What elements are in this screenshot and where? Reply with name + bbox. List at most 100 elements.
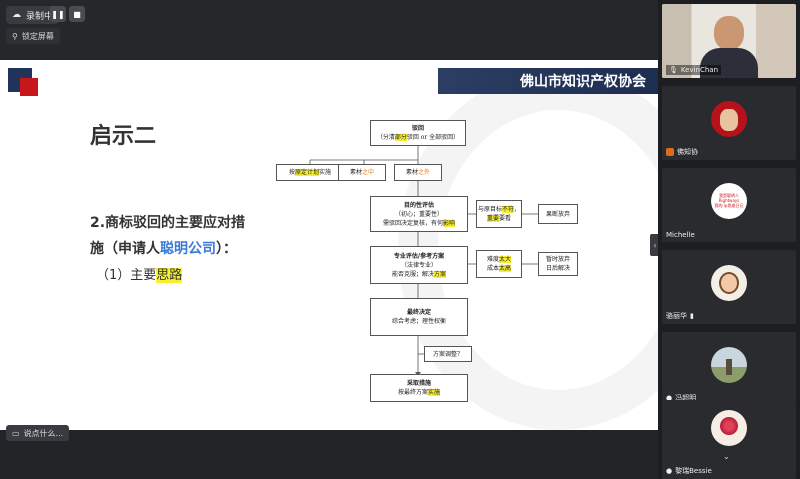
- participant-name: KevinChan: [680, 66, 719, 74]
- mismatch-hl: 不符: [501, 206, 514, 213]
- difficulty-hl1: 太大: [499, 256, 512, 263]
- avatar-logo-line2: Rightways: [718, 198, 740, 203]
- flowchart-connectors: [309, 146, 538, 376]
- pro-line2: 能否克服；解决方案: [371, 270, 467, 279]
- participant-name-row: Michelle: [666, 231, 695, 239]
- shared-screen-slide: 佛山市知识产权协会 启示二 2.商标驳回的主要应对措 施（申请人聪明公司）： （…: [0, 60, 658, 430]
- postpone-line2: 日后解决: [545, 265, 570, 272]
- difficulty-a: 难度: [486, 256, 499, 263]
- participant-tile-kevinchan[interactable]: 🎙 KevinChan: [662, 4, 796, 78]
- participant-tile-bessie[interactable]: ⌄ ● 黎瑞Bessie: [662, 400, 796, 479]
- top-toolbar: ☁ 录制中 ❚❚ ■ ⚲ 锁定屏幕: [0, 0, 658, 60]
- participant-tile-fozhixie[interactable]: 佛知协: [662, 86, 796, 160]
- difficulty-b: 成本: [486, 265, 499, 272]
- participant-tile-fengchaoming[interactable]: ● 冯超明: [662, 332, 796, 406]
- mismatch-line1: 与原目标不符，: [477, 205, 521, 214]
- flow-final-decision-box: 最终决定 综合考虑；理性权衡: [370, 298, 468, 336]
- eval-line2-hl: 影响: [443, 219, 456, 227]
- reject-sub-a: （分清: [376, 134, 395, 141]
- recording-indicator[interactable]: ☁ 录制中: [6, 6, 60, 24]
- plan-a: 按: [288, 169, 295, 176]
- video-body: [700, 48, 758, 78]
- point-suffix: ）：: [216, 241, 237, 257]
- avatar-rose: [720, 416, 738, 435]
- lock-screen-label: 锁定屏幕: [21, 31, 54, 41]
- recording-label: 录制中: [26, 11, 54, 22]
- participant-name: 骆丽华: [666, 312, 687, 320]
- final-line: 综合考虑；理性权衡: [391, 318, 446, 325]
- org-name: 佛山市知识产权协会: [520, 74, 646, 90]
- pause-icon: ❚❚: [51, 9, 65, 19]
- chevron-down-icon[interactable]: ⌄: [723, 452, 730, 461]
- decor-square-red: [20, 78, 38, 96]
- avatar: [711, 347, 747, 383]
- chat-input[interactable]: ▭ 说点什么...: [6, 425, 70, 441]
- chevron-left-icon: ‹: [653, 240, 657, 250]
- final-title: 最终决定: [406, 309, 431, 316]
- mismatch-a: 与原目标: [477, 206, 502, 213]
- pin-icon: ⚲: [12, 31, 18, 41]
- avatar-logo-line3: 我的 ip思维日记: [714, 203, 744, 208]
- lock-screen-button[interactable]: ⚲ 锁定屏幕: [6, 28, 60, 44]
- avatar-face: [720, 109, 738, 131]
- point-subline: （1）主要思路: [96, 264, 183, 283]
- recording-controls: ❚❚ ■: [50, 6, 85, 24]
- flow-purpose-eval-box: 目的性评估 （初心；重要性） 需驳回决定复核，有何影响: [370, 196, 468, 232]
- reject-sub: （分清部分驳回 or 全部驳回）: [371, 133, 465, 142]
- pro-line2-a: 能否克服；解决: [391, 270, 434, 278]
- flow-in-material-box: 素材之中: [338, 164, 386, 181]
- action-title: 采取措施: [406, 380, 431, 387]
- participant-tile-luolihua[interactable]: 骆丽华 ▮: [662, 250, 796, 324]
- pro-line1: （法律专业）: [400, 261, 437, 269]
- company-name: 聪明公司: [160, 241, 216, 257]
- flow-give-up-box: 果断放弃: [538, 204, 578, 224]
- collapse-sidebar-button[interactable]: ‹: [650, 234, 660, 256]
- reject-sub-hl: 部分: [394, 134, 407, 141]
- action-line: 按最终方案实施: [371, 388, 467, 397]
- participant-tile-michelle[interactable]: 我是聪明人 Rightways 我的 ip思维日记 Michelle: [662, 168, 796, 242]
- stop-recording-button[interactable]: ■: [69, 6, 85, 22]
- plan-hl: 原定计划: [294, 169, 319, 176]
- action-line-hl: 实施: [428, 389, 441, 396]
- avatar: 我是聪明人 Rightways 我的 ip思维日记: [711, 183, 747, 219]
- cloud-icon: ☁: [12, 10, 21, 20]
- plan-b: 实施: [319, 169, 332, 176]
- avatar: [711, 409, 747, 446]
- participant-name-row: 佛知协: [666, 147, 698, 157]
- stop-icon: ■: [73, 9, 81, 19]
- mismatch-b: ，: [514, 206, 521, 213]
- participant-name: 黎瑞Bessie: [675, 467, 712, 475]
- mic-icon: 🎙: [669, 66, 678, 74]
- bottom-bar: ▭ 说点什么...: [0, 425, 658, 479]
- give-up-text: 果断放弃: [545, 210, 570, 218]
- mismatch-line2: 重要要看: [477, 214, 521, 223]
- participant-list: 🎙 KevinChan 佛知协 我是聪明人 Rightways 我的 ip思维日…: [658, 0, 800, 479]
- eval-line2-a: 需驳回决定复核，有何: [382, 219, 443, 227]
- out-material-o: 之外: [418, 169, 431, 176]
- flow-out-material-box: 素材之外: [394, 164, 442, 181]
- plan-text: 按原定计划实施: [277, 168, 343, 177]
- pro-line2-hl: 方案: [434, 270, 447, 278]
- host-badge-icon: [666, 148, 674, 156]
- participant-name: 佛知协: [677, 148, 698, 156]
- avatar: [711, 265, 747, 301]
- difficulty-line2: 成本太高: [477, 264, 521, 273]
- mismatch-d: 要看: [499, 215, 512, 222]
- pro-title: 专业评估/参考方案: [393, 252, 445, 260]
- org-banner: 佛山市知识产权协会: [438, 68, 658, 94]
- difficulty-line1: 难度太大: [477, 255, 521, 264]
- eval-title: 目的性评估: [403, 201, 434, 209]
- mismatch-c: 重要: [486, 215, 499, 222]
- slide-title: 启示二: [90, 124, 157, 149]
- postpone-line1: 暂时放弃: [545, 256, 570, 263]
- user-icon: ●: [666, 467, 673, 475]
- reject-sub-b: 驳回 or 全部驳回）: [406, 134, 460, 141]
- sub-prefix: （1）主要: [96, 268, 157, 283]
- flow-postpone-box: 暂时放弃 日后解决: [538, 252, 578, 276]
- chat-icon: ▭: [12, 428, 20, 438]
- avatar-figure: [726, 359, 732, 375]
- chat-placeholder: 说点什么...: [23, 428, 64, 438]
- flow-reject-box: 驳回 （分清部分驳回 or 全部驳回）: [370, 120, 466, 146]
- pause-recording-button[interactable]: ❚❚: [50, 6, 66, 22]
- sub-highlight: 思路: [156, 268, 183, 283]
